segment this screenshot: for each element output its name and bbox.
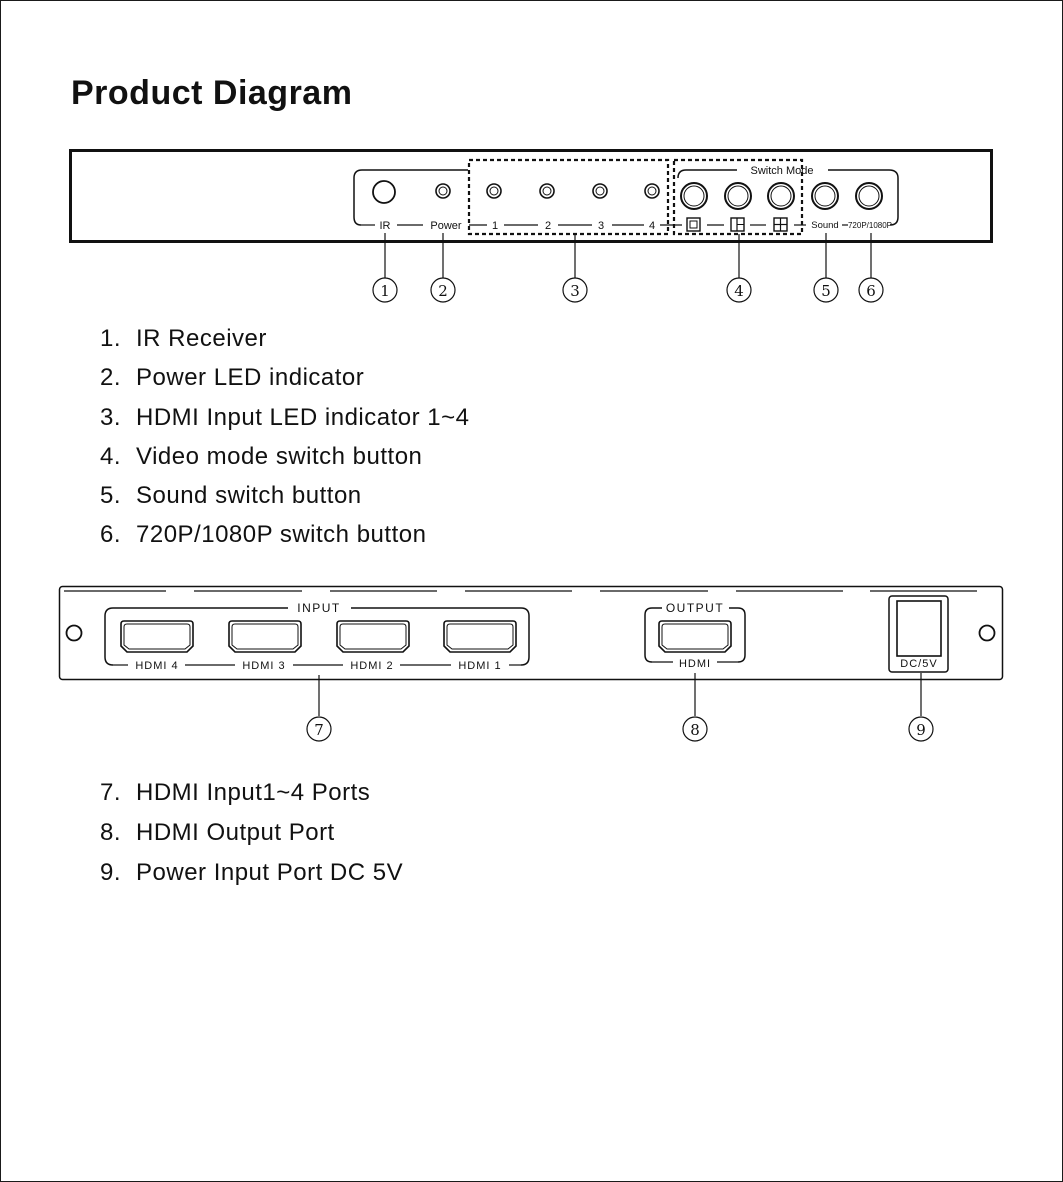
list-item-text: HDMI Output Port	[136, 819, 335, 846]
list-item-number: 3.	[100, 403, 122, 431]
list-item-number: 8.	[100, 819, 122, 846]
label-input-2: 2	[545, 220, 551, 232]
list-item: 5. Sound switch button	[100, 476, 470, 515]
callout-1-number: 1	[380, 282, 390, 300]
list-item: 7. HDMI Input1~4 Ports	[100, 773, 403, 813]
mount-hole-left	[65, 624, 83, 642]
hdmi-input-1-port	[443, 620, 517, 653]
input-led-4	[644, 183, 660, 199]
label-ir: IR	[380, 220, 391, 232]
callout-2-number: 2	[438, 282, 448, 300]
label-input: INPUT	[297, 601, 341, 615]
list-item: 6. 720P/1080P switch button	[100, 515, 470, 554]
list-item-text: HDMI Input LED indicator 1~4	[136, 403, 470, 431]
mode-button-split[interactable]	[724, 182, 752, 210]
label-power: Power	[430, 220, 462, 232]
callout-2: 2	[430, 277, 456, 303]
label-resolution: 720P/1080P	[848, 221, 892, 230]
split-screen-icon	[730, 217, 745, 232]
callout-1: 1	[372, 277, 398, 303]
page-title: Product Diagram	[71, 74, 353, 112]
label-hdmi-out: HDMI	[679, 658, 711, 670]
quad-screen-icon	[773, 217, 788, 232]
callout-9-number: 9	[916, 721, 926, 739]
callout-7: 7	[306, 716, 332, 742]
front-control-plate	[353, 169, 899, 226]
label-sound: Sound	[811, 220, 838, 231]
front-panel: IR Power 1 2 3 4 Switch Mode Sound 720P/…	[69, 149, 993, 303]
list-item: 3. HDMI Input LED indicator 1~4	[100, 398, 470, 437]
input-led-group-outline	[467, 158, 670, 236]
callout-4-number: 4	[734, 282, 744, 300]
front-panel-legend: 1. IR Receiver 2. Power LED indicator 3. HD…	[100, 319, 470, 555]
hdmi-output-port	[658, 620, 732, 653]
label-hdmi-1: HDMI 1	[458, 660, 501, 672]
callout-3-number: 3	[570, 282, 580, 300]
list-item-number: 1.	[100, 325, 122, 352]
output-group-plate	[644, 607, 746, 663]
hdmi-input-2-port	[336, 620, 410, 653]
callout-6: 6	[858, 277, 884, 303]
label-hdmi-2: HDMI 2	[350, 660, 393, 672]
mode-button-quad[interactable]	[767, 182, 795, 210]
callout-4: 4	[726, 277, 752, 303]
mount-hole-right	[978, 624, 996, 642]
list-item-text: 720P/1080P switch button	[136, 521, 427, 549]
callout-6-number: 6	[866, 282, 876, 300]
list-item-text: Power LED indicator	[136, 364, 365, 392]
mode-button-single[interactable]	[680, 182, 708, 210]
list-item-text: Power Input Port DC 5V	[136, 859, 404, 886]
list-item: 2. Power LED indicator	[100, 358, 470, 397]
switch-mode-group-outline	[672, 158, 804, 236]
single-screen-icon	[686, 217, 701, 232]
callout-5-number: 5	[821, 282, 831, 300]
power-led	[435, 183, 451, 199]
list-item-number: 9.	[100, 859, 122, 886]
resolution-button[interactable]	[855, 182, 883, 210]
callout-7-number: 7	[314, 721, 324, 739]
callout-9: 9	[908, 716, 934, 742]
list-item: 8. HDMI Output Port	[100, 813, 403, 853]
input-led-3	[592, 183, 608, 199]
back-panel-body	[58, 585, 1004, 681]
list-item-text: Sound switch button	[136, 482, 362, 510]
list-item: 9. Power Input Port DC 5V	[100, 853, 403, 893]
label-dc: DC/5V	[900, 658, 937, 670]
list-item-number: 7.	[100, 779, 122, 806]
callout-8: 8	[682, 716, 708, 742]
callout-5: 5	[813, 277, 839, 303]
label-input-3: 3	[598, 220, 604, 232]
list-item-number: 5.	[100, 482, 122, 510]
callout-8-number: 8	[690, 721, 700, 739]
front-panel-body	[69, 149, 993, 243]
list-item-text: HDMI Input1~4 Ports	[136, 779, 371, 806]
input-led-2	[539, 183, 555, 199]
label-output: OUTPUT	[666, 601, 724, 615]
input-group-plate	[104, 607, 530, 666]
hdmi-input-4-port	[120, 620, 194, 653]
ir-receiver	[372, 180, 396, 204]
back-panel: INPUT HDMI 4 HDMI 3 HDMI 2 HDMI 1 OUTPUT	[58, 585, 1004, 742]
list-item-text: Video mode switch button	[136, 442, 423, 470]
back-panel-legend: 7. HDMI Input1~4 Ports 8. HDMI Output Port…	[100, 773, 403, 893]
dc-power-jack	[896, 600, 942, 657]
label-input-4: 4	[649, 220, 655, 232]
hdmi-input-3-port	[228, 620, 302, 653]
list-item-number: 2.	[100, 364, 122, 392]
dc-power-outline	[888, 595, 949, 673]
label-hdmi-3: HDMI 3	[242, 660, 285, 672]
label-hdmi-4: HDMI 4	[135, 660, 178, 672]
callout-3: 3	[562, 277, 588, 303]
list-item-number: 4.	[100, 442, 122, 470]
label-input-1: 1	[492, 220, 498, 232]
list-item: 4. Video mode switch button	[100, 437, 470, 476]
list-item-number: 6.	[100, 521, 122, 549]
input-led-1	[486, 183, 502, 199]
list-item: 1. IR Receiver	[100, 319, 470, 358]
sound-button[interactable]	[811, 182, 839, 210]
label-switch-mode: Switch Mode	[751, 165, 814, 177]
list-item-text: IR Receiver	[136, 325, 267, 352]
